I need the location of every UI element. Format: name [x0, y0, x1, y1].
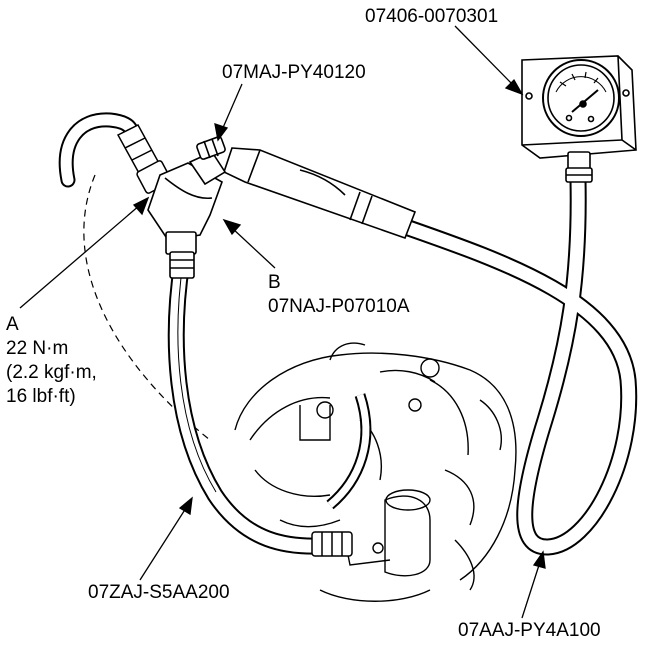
gauge-callout: 07406-0070301	[365, 6, 499, 27]
fitting-letter-callout: B	[268, 272, 281, 293]
torque-letter-callout: A	[6, 314, 19, 335]
left-hose-callout: 07ZAJ-S5AA200	[88, 582, 230, 603]
left-hose-lower-fitting	[311, 531, 353, 557]
right-loop-hose	[391, 171, 638, 556]
left-hose	[167, 253, 344, 555]
adapter-callout: 07MAJ-PY40120	[222, 62, 366, 83]
hose-sleeve	[223, 147, 417, 240]
torque-kgfm-value: (2.2 kgf·m,	[6, 362, 97, 383]
right-hose-callout: 07AAJ-PY4A100	[458, 620, 601, 641]
torque-nm-value: 22 N·m	[6, 338, 69, 359]
leader-lines	[19, 25, 546, 619]
upper-left-hose	[58, 112, 140, 188]
engine-pump-body	[234, 342, 517, 602]
hose-nut-fitting	[116, 124, 172, 194]
dashed-return-line	[83, 174, 211, 441]
y-adapter-fitting	[147, 136, 227, 279]
torque-lbfft-value: 16 lbf·ft)	[6, 386, 76, 407]
pressure-gauge	[521, 55, 637, 183]
fitting-part-callout: 07NAJ-P07010A	[268, 296, 410, 317]
